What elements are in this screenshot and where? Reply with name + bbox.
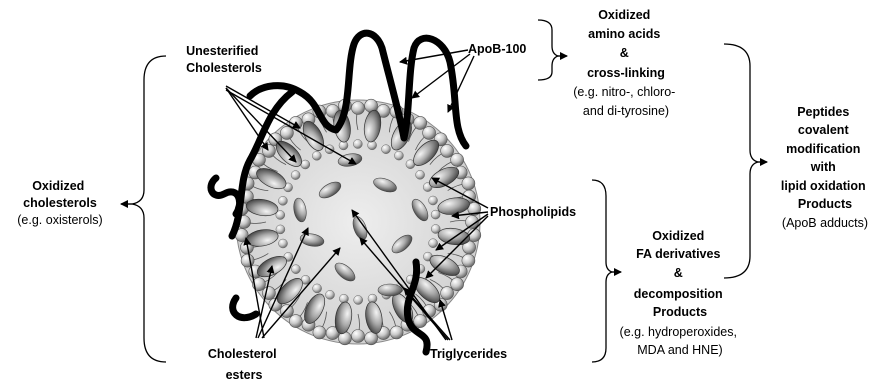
phospholipid-head: [291, 265, 300, 274]
label-oxidized-cholesterols-example: (e.g. oxisterols): [17, 213, 102, 227]
phospholipid-head: [301, 160, 310, 169]
phospholipid-head: [429, 239, 438, 248]
phospholipid-head: [280, 126, 293, 139]
phospholipid-head: [352, 330, 365, 343]
label-oxidized-cholesterols: Oxidized cholesterols: [23, 179, 97, 210]
phospholipid-head: [278, 196, 287, 205]
phospholipid-head: [280, 305, 293, 318]
phospholipid-head: [289, 315, 302, 328]
label-triglycerides: Triglycerides: [430, 347, 507, 361]
phospholipid-head: [431, 210, 440, 219]
label-oxidized-fa-derivatives: Oxidized FA derivatives & decomposition …: [634, 229, 726, 319]
label-oxidized-amino-acids-example: (e.g. nitro-, chloro- and di-tyrosine): [573, 85, 679, 118]
phospholipid-head: [313, 326, 326, 339]
label-phospholipids: Phospholipids: [490, 205, 576, 219]
phospholipid-head: [414, 116, 427, 129]
phospholipid-head: [462, 177, 475, 190]
phospholipid-head: [326, 290, 335, 299]
phospholipid-head: [441, 144, 454, 157]
label-cholesterol-esters: Cholesterol esters: [208, 347, 280, 382]
phospholipid-head: [339, 294, 348, 303]
phospholipid-head: [352, 102, 365, 115]
phospholipid-head: [354, 296, 363, 305]
label-apob-100: ApoB-100: [468, 42, 526, 56]
label-peptides-example: (ApoB adducts): [782, 216, 868, 230]
ldl-particle: [211, 33, 481, 352]
label-oxidized-fa-example: (e.g. hydroperoxides, MDA and HNE): [620, 325, 741, 357]
phospholipid-head: [353, 140, 362, 149]
phospholipid-head: [312, 151, 321, 160]
phospholipid-head: [394, 151, 403, 160]
phospholipid-head: [416, 170, 425, 179]
label-oxidized-amino-acids: Oxidized amino acids & cross-linking: [587, 8, 665, 80]
phospholipid-head: [313, 284, 322, 293]
phospholipid-head: [423, 126, 436, 139]
phospholipid-head: [291, 171, 300, 180]
phospholipid-head: [441, 287, 454, 300]
phospholipid-head: [390, 326, 403, 339]
phospholipid-head: [429, 196, 438, 205]
phospholipid-head: [262, 144, 275, 157]
phospholipid-head: [414, 315, 427, 328]
phospholipid-head: [368, 141, 377, 150]
phospholipid-head: [451, 153, 464, 166]
phospholipid-head: [279, 239, 288, 248]
phospholipid-head: [451, 278, 464, 291]
phospholipid-head: [241, 254, 254, 267]
core-lipid: [378, 284, 402, 296]
label-peptides-covalent-modification: Peptides covalent modification with lipi…: [781, 105, 869, 211]
phospholipid-head: [382, 145, 391, 154]
phospholipid-head: [276, 225, 285, 234]
phospholipid-head: [462, 254, 475, 267]
label-unesterified-cholesterols: Unesterified Cholesterols: [186, 44, 262, 75]
